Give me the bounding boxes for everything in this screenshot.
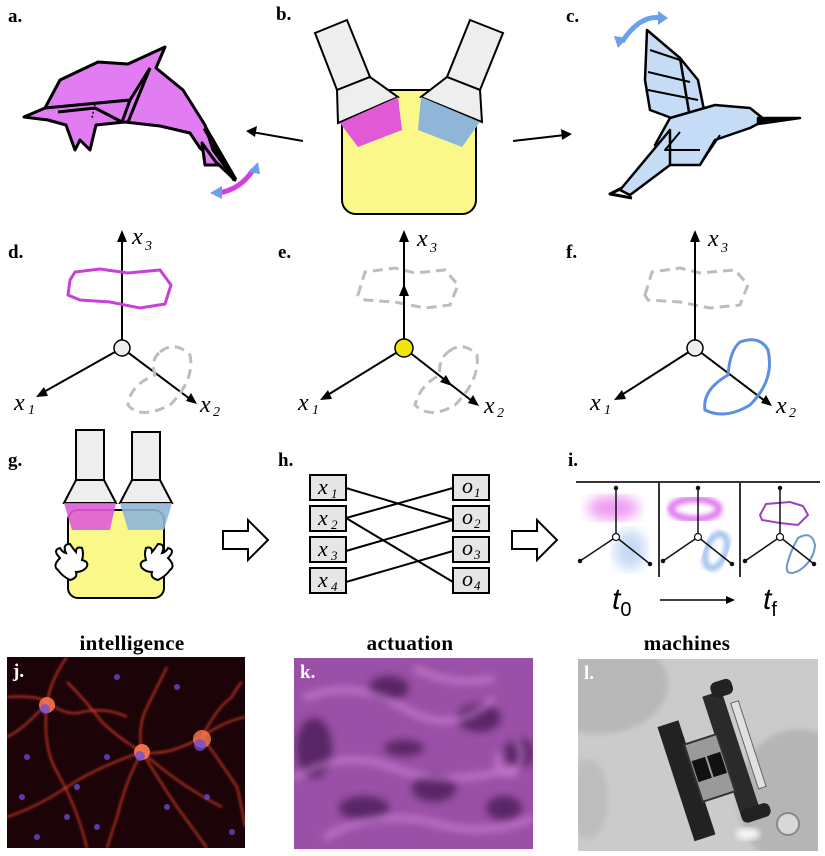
svg-text:4: 4 bbox=[474, 578, 481, 593]
panel-label-f: f. bbox=[566, 242, 578, 263]
svg-text:x: x bbox=[775, 393, 787, 419]
svg-text:x: x bbox=[317, 536, 328, 561]
panel-label-b: b. bbox=[276, 4, 292, 25]
svg-text:1: 1 bbox=[331, 486, 338, 501]
svg-text:2: 2 bbox=[474, 516, 481, 531]
panel-label-l: l. bbox=[584, 663, 595, 684]
svg-text:2: 2 bbox=[213, 405, 220, 420]
photo-neurons: j. bbox=[7, 657, 245, 848]
svg-text:x: x bbox=[317, 505, 328, 530]
svg-text:o: o bbox=[462, 504, 473, 529]
svg-text:x: x bbox=[483, 393, 495, 419]
svg-text:1: 1 bbox=[604, 403, 611, 418]
panel-label-h: h. bbox=[278, 450, 294, 471]
panel-b: b. bbox=[276, 0, 550, 220]
svg-text:3: 3 bbox=[720, 241, 728, 256]
svg-text:3: 3 bbox=[144, 239, 152, 254]
svg-text:2: 2 bbox=[331, 517, 338, 532]
axis-label-x2: x bbox=[199, 392, 211, 418]
svg-text:x: x bbox=[317, 567, 328, 592]
panel-label-c: c. bbox=[566, 6, 580, 27]
time-start-label: t0 bbox=[612, 583, 632, 621]
panel-label-j: j. bbox=[13, 661, 25, 682]
svg-text:o: o bbox=[462, 566, 473, 591]
svg-text:1: 1 bbox=[312, 403, 319, 418]
origami-hummingbird-icon bbox=[608, 11, 802, 200]
panel-g: g. bbox=[0, 420, 280, 620]
axis-label-x1: x bbox=[13, 390, 25, 416]
svg-text:x: x bbox=[297, 390, 309, 416]
panel-label-g: g. bbox=[8, 450, 23, 471]
svg-text:3: 3 bbox=[473, 547, 481, 562]
svg-text:o: o bbox=[462, 473, 473, 498]
svg-text:x: x bbox=[707, 226, 719, 252]
micro-robot-image bbox=[578, 659, 818, 851]
time-end-label: tf bbox=[763, 583, 777, 621]
glove-hand-icon bbox=[54, 542, 174, 582]
svg-text:3: 3 bbox=[330, 548, 338, 563]
controller-with-hands-icon bbox=[54, 429, 174, 599]
svg-text:4: 4 bbox=[331, 579, 338, 594]
panel-label-k: k. bbox=[300, 662, 316, 683]
svg-text:1: 1 bbox=[474, 485, 481, 500]
svg-text:x: x bbox=[416, 226, 428, 252]
svg-text:3: 3 bbox=[429, 241, 437, 256]
photo-title-actuation: actuation bbox=[366, 631, 454, 655]
neuron-image bbox=[7, 657, 245, 848]
svg-text:1: 1 bbox=[28, 403, 35, 418]
origami-dolphin-icon bbox=[22, 45, 260, 199]
photo-title-intelligence: intelligence bbox=[79, 631, 185, 655]
svg-text:x: x bbox=[589, 390, 601, 416]
svg-text:o: o bbox=[462, 535, 473, 560]
swirl-image bbox=[294, 665, 533, 841]
panel-label-d: d. bbox=[8, 242, 24, 263]
svg-text:2: 2 bbox=[497, 406, 504, 421]
panel-label-i: i. bbox=[568, 450, 579, 471]
svg-text:x: x bbox=[317, 474, 328, 499]
time-evolution-frames bbox=[576, 481, 820, 604]
controller-icon bbox=[313, 18, 505, 215]
photo-micro-machine: l. bbox=[578, 659, 818, 851]
svg-text:2: 2 bbox=[789, 406, 796, 421]
panel-label-a: a. bbox=[8, 6, 23, 27]
photo-title-machines: machines bbox=[643, 631, 731, 655]
panel-a: a. bbox=[0, 0, 280, 200]
axis-label-x3: x bbox=[131, 224, 143, 250]
panel-c: c. bbox=[550, 0, 825, 210]
panel-i: i. t0 bbox=[550, 420, 825, 630]
panel-label-e: e. bbox=[278, 242, 292, 263]
photo-active-matter: k. bbox=[294, 658, 533, 849]
